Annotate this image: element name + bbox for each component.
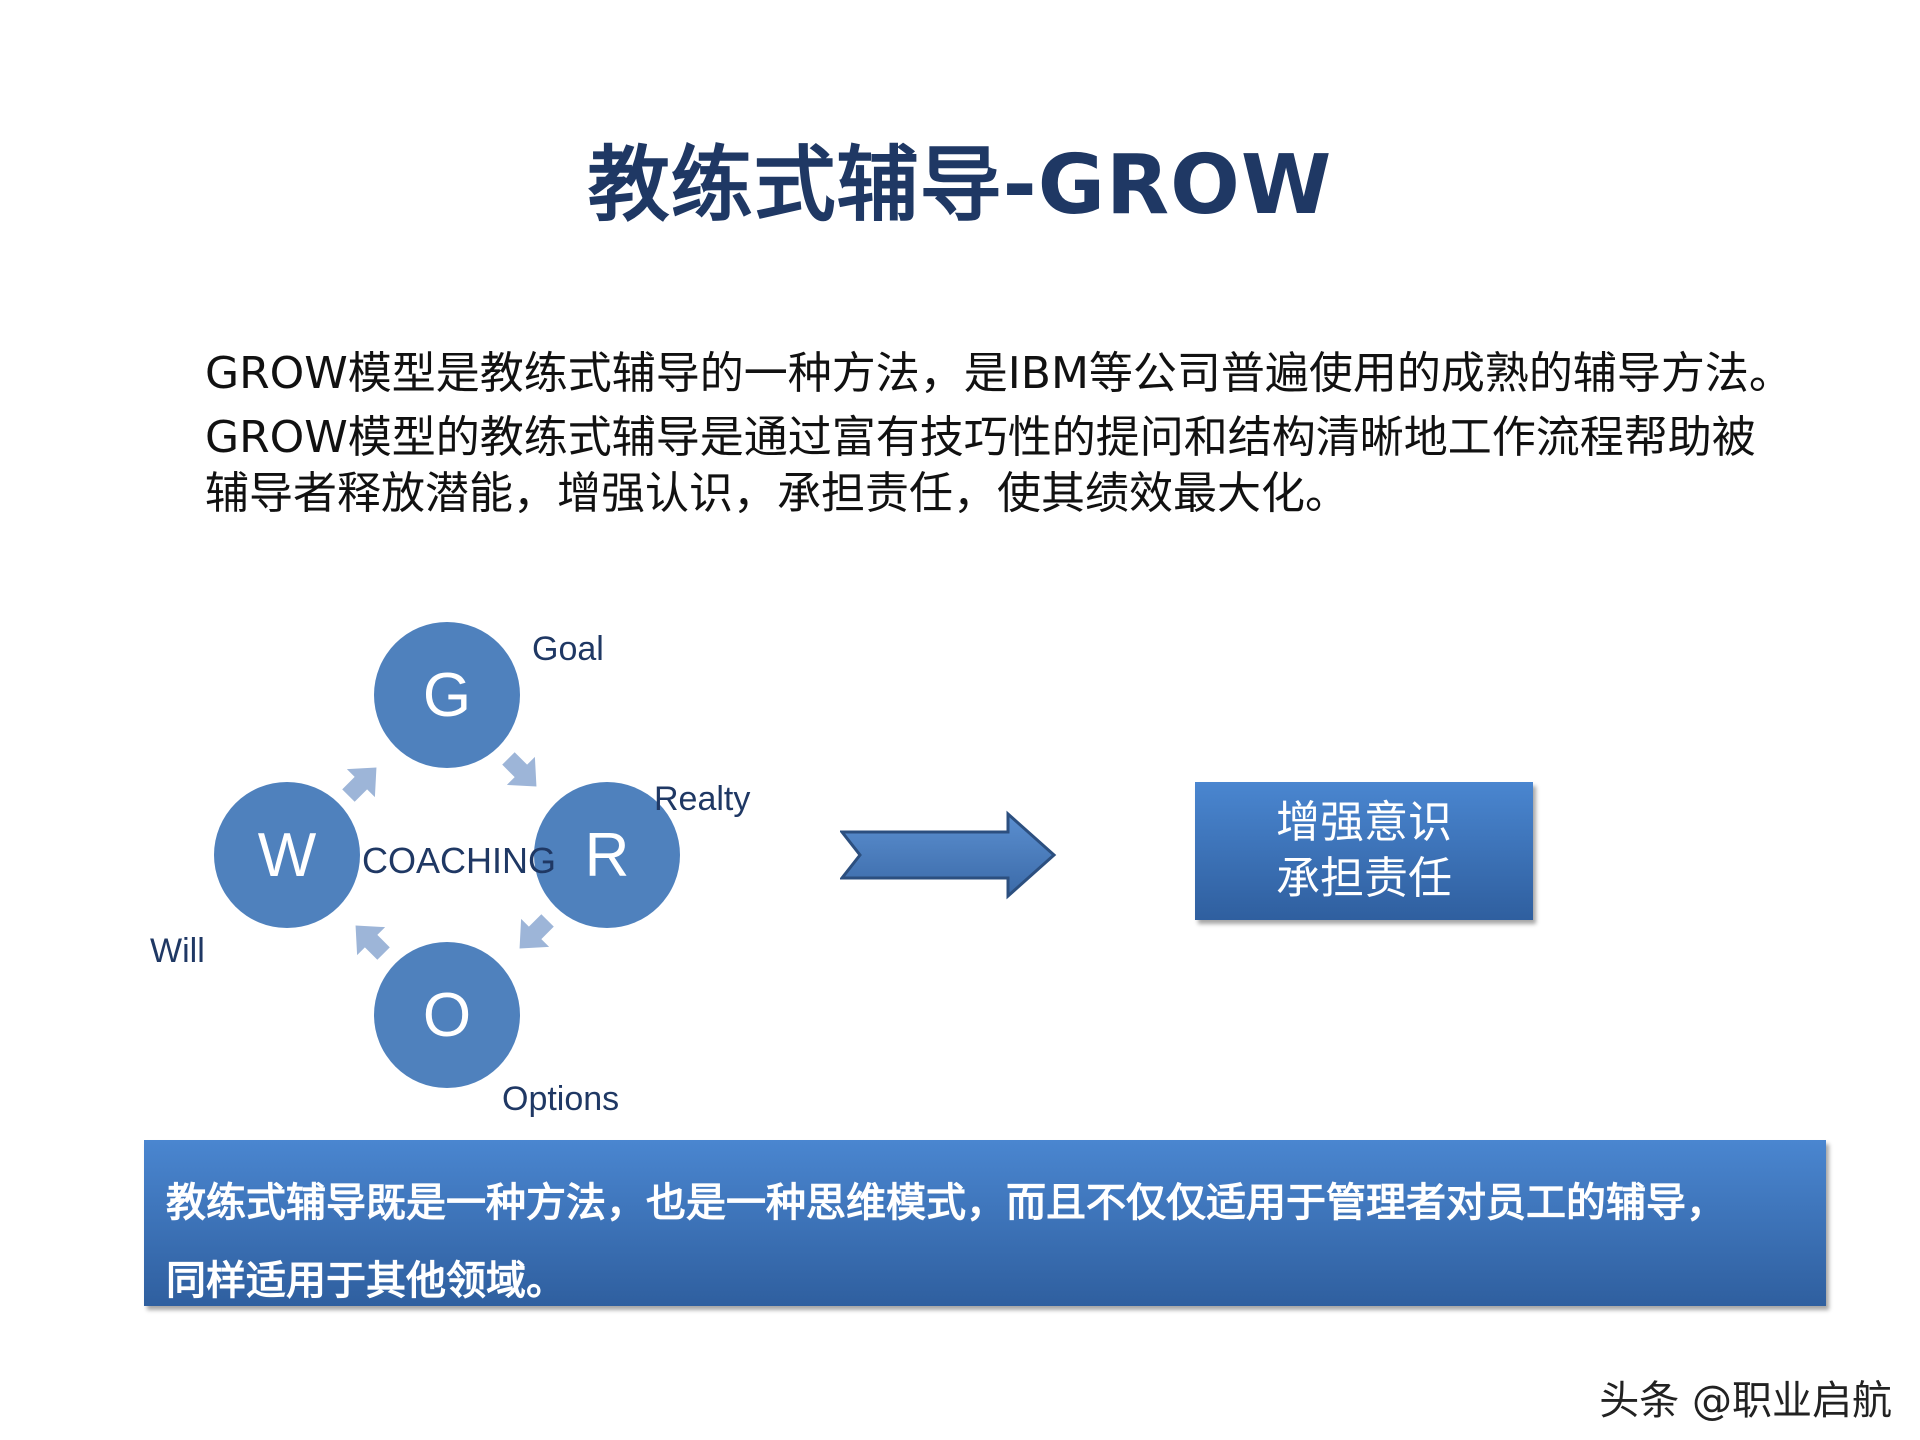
watermark: 头条 @职业启航 xyxy=(1599,1378,1892,1424)
intro-line-3: 辅导者释放潜能，增强认识，承担责任，使其绩效最大化。 xyxy=(205,468,1349,519)
node-w-circle: W xyxy=(214,782,360,928)
arrow-g-to-r-icon xyxy=(502,752,537,787)
arrow-r-to-o-icon xyxy=(519,914,554,949)
page-title: 教练式辅导-GROW xyxy=(587,138,1333,233)
result-box: 增强意识 承担责任 xyxy=(1195,782,1533,920)
node-g-label: Goal xyxy=(532,630,604,668)
result-line-1: 增强意识 xyxy=(1276,797,1452,848)
summary-banner: 教练式辅导既是一种方法，也是一种思维模式，而且不仅仅适用于管理者对员工的辅导， … xyxy=(144,1140,1826,1306)
result-line-2: 承担责任 xyxy=(1276,853,1452,904)
intro-text: GROW模型是教练式辅导的一种方法，是IBM等公司普遍使用的成熟的辅导方法。 G… xyxy=(205,345,1793,521)
intro-line-1: GROW模型是教练式辅导的一种方法，是IBM等公司普遍使用的成熟的辅导方法。 xyxy=(205,348,1793,399)
node-r-label: Realty xyxy=(654,780,751,818)
node-r-circle: R xyxy=(534,782,680,928)
arrow-o-to-w-icon xyxy=(355,925,390,960)
node-g-circle: G xyxy=(374,622,520,768)
arrow-w-to-g-icon xyxy=(342,767,377,802)
coaching-label: COACHING xyxy=(362,840,557,881)
summary-line-1: 教练式辅导既是一种方法，也是一种思维模式，而且不仅仅适用于管理者对员工的辅导， xyxy=(166,1180,1726,1226)
node-o-label: Options xyxy=(502,1080,620,1118)
node-w-label: Will xyxy=(150,932,205,970)
big-right-arrow-icon xyxy=(840,810,1057,900)
intro-line-2: GROW模型的教练式辅导是通过富有技巧性的提问和结构清晰地工作流程帮助被 xyxy=(205,412,1756,463)
node-o-circle: O xyxy=(374,942,520,1088)
summary-line-2: 同样适用于其他领域。 xyxy=(166,1258,566,1304)
